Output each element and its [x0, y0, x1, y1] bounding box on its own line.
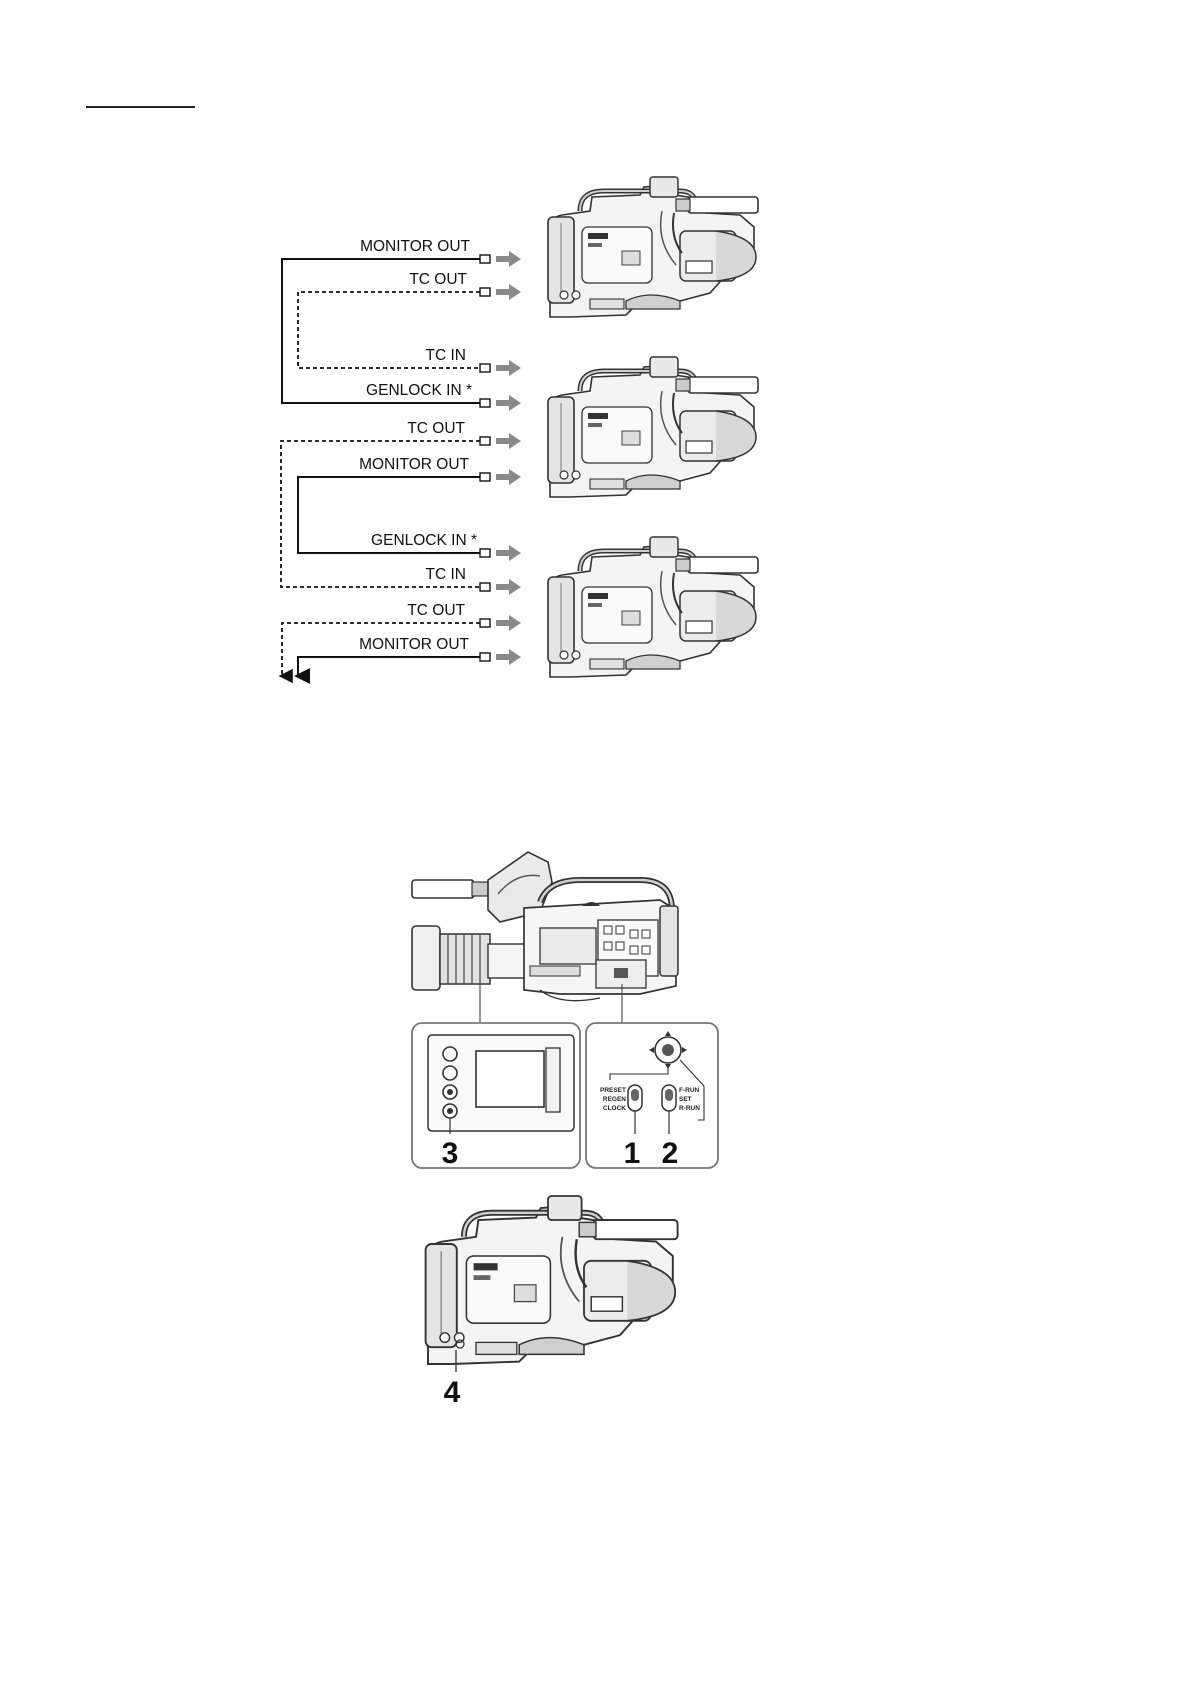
genlock-cable-2	[297, 476, 480, 554]
camera-1-illustration	[548, 177, 758, 317]
header-rule	[86, 106, 195, 108]
port-label: MONITOR OUT	[359, 456, 469, 473]
camera-rear-connectors-illustration	[426, 1196, 678, 1364]
port-label: TC IN	[426, 566, 466, 583]
genlock-cable-continue	[294, 656, 480, 684]
port-label: GENLOCK IN *	[371, 532, 477, 549]
wiring-diagram: MONITOR OUT TC OUT TC IN GENLOCK IN * TC…	[278, 177, 758, 684]
port-label: TC OUT	[407, 420, 465, 437]
port-label: TC IN	[426, 347, 466, 364]
camera-3-illustration	[548, 537, 758, 677]
lcd-buttons	[442, 1046, 458, 1119]
switch-left-position: PRESET	[600, 1087, 626, 1094]
callout-3: 3	[442, 1137, 459, 1170]
port-connector	[479, 544, 522, 562]
switch-left-position: REGEN	[603, 1096, 626, 1103]
switch-right-position: F-RUN	[679, 1087, 700, 1094]
port-connector	[479, 468, 522, 486]
port-connector	[479, 614, 522, 632]
port-label: GENLOCK IN *	[366, 382, 472, 399]
port-connector	[479, 283, 522, 301]
switch-left-position: CLOCK	[603, 1105, 626, 1112]
lcd-panel-inset: 3	[411, 1022, 581, 1170]
port-label: MONITOR OUT	[360, 238, 470, 255]
port-connector	[479, 648, 522, 666]
port-connector	[479, 432, 522, 450]
port-connector	[479, 578, 522, 596]
timecode-cable-continue	[278, 622, 480, 684]
camera-2-illustration	[548, 357, 758, 497]
port-label: TC OUT	[409, 271, 467, 288]
switch-right-position: SET	[679, 1096, 692, 1103]
camera-left-view-illustration	[411, 851, 679, 1024]
port-label: TC OUT	[407, 602, 465, 619]
switch-right-position: R-RUN	[679, 1105, 700, 1112]
switch-panel-inset: PRESET REGEN CLOCK F-RUN SET R-RUN 1 2	[585, 1022, 719, 1170]
controls-figure: 3 PRESET REGEN CLOCK F-RUN SET R-RUN	[411, 851, 719, 1409]
port-connector	[479, 359, 522, 377]
callout-2: 2	[662, 1137, 679, 1170]
port-connector	[479, 250, 522, 268]
port-connector	[479, 394, 522, 412]
genlock-cable-1	[281, 258, 480, 404]
callout-1: 1	[624, 1137, 641, 1170]
timecode-cable-1	[297, 291, 480, 369]
timecode-cable-2	[280, 440, 480, 588]
port-label: MONITOR OUT	[359, 636, 469, 653]
callout-4: 4	[444, 1376, 461, 1409]
